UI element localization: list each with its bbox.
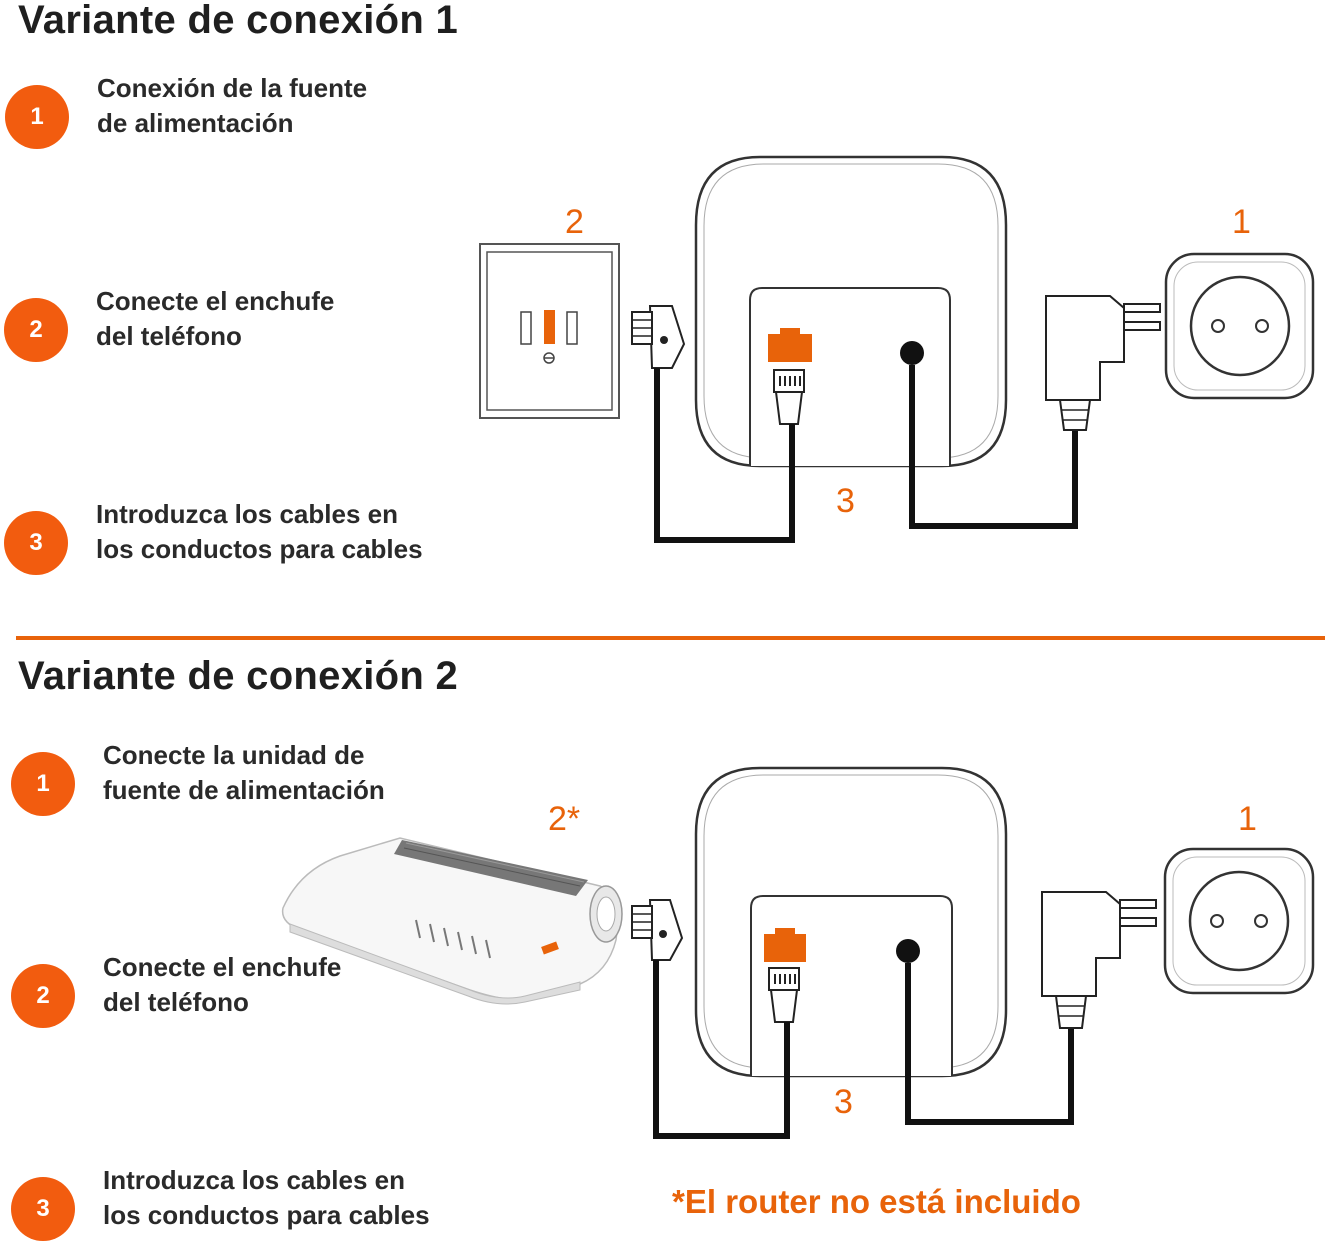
variant1-diagram: 2 bbox=[479, 155, 1315, 543]
step-text-line: fuente de alimentación bbox=[103, 775, 385, 805]
label-cables: 3 bbox=[834, 1083, 853, 1121]
step-number-badge: 2 bbox=[11, 964, 75, 1028]
tae-plug-icon bbox=[631, 899, 684, 961]
label-socket: 1 bbox=[1232, 203, 1251, 241]
power-adapter-icon bbox=[1041, 891, 1157, 1029]
step-text-line: los conductos para cables bbox=[103, 1200, 430, 1230]
step-description: Conecte el enchufe del teléfono bbox=[96, 284, 456, 354]
section-title-variant-2: Variante de conexión 2 bbox=[18, 654, 459, 698]
step-description: Conecte la unidad de fuente de alimentac… bbox=[103, 738, 463, 808]
router-icon bbox=[281, 837, 623, 1005]
router-not-included-note: *El router no está incluido bbox=[672, 1183, 1081, 1220]
step-number-badge: 1 bbox=[11, 752, 75, 816]
step-text-line: los conductos para cables bbox=[96, 534, 423, 564]
power-adapter-icon bbox=[1045, 295, 1161, 431]
step-description: Introduzca los cables en los conductos p… bbox=[96, 497, 456, 567]
step-description: Conecte el enchufe del teléfono bbox=[103, 950, 463, 1020]
variant2-diagram: 2* bbox=[281, 766, 1315, 1139]
base-station-icon bbox=[694, 155, 1008, 468]
step-text-line: de alimentación bbox=[97, 108, 294, 138]
rj-plug-icon bbox=[768, 967, 800, 1023]
step-description: Introduzca los cables en los conductos p… bbox=[103, 1163, 463, 1233]
label-router: 2* bbox=[548, 800, 580, 838]
phone-wall-socket-icon bbox=[479, 243, 620, 419]
step-text-line: Conecte el enchufe bbox=[103, 952, 342, 982]
step-text-line: Introduzca los cables en bbox=[96, 499, 398, 529]
power-outlet-icon bbox=[1164, 252, 1315, 400]
step-number-badge: 2 bbox=[4, 298, 68, 362]
label-phone-jack: 2 bbox=[565, 203, 584, 241]
step-text-line: Conecte la unidad de bbox=[103, 740, 365, 770]
section-title-variant-1: Variante de conexión 1 bbox=[18, 0, 459, 42]
power-outlet-icon bbox=[1163, 847, 1315, 995]
tae-plug-icon bbox=[631, 305, 686, 369]
rj-plug-icon bbox=[773, 369, 805, 425]
base-station-icon bbox=[694, 766, 1008, 1078]
step-text-line: Conecte el enchufe bbox=[96, 286, 335, 316]
step-text-line: Conexión de la fuente bbox=[97, 73, 368, 103]
step-number-badge: 1 bbox=[5, 85, 69, 149]
step-number-badge: 3 bbox=[11, 1177, 75, 1241]
step-text-line: Introduzca los cables en bbox=[103, 1165, 405, 1195]
step-text-line: del teléfono bbox=[103, 987, 249, 1017]
step-description: Conexión de la fuente de alimentación bbox=[97, 71, 457, 141]
step-number-badge: 3 bbox=[4, 511, 68, 575]
label-cables: 3 bbox=[836, 482, 855, 520]
step-text-line: del teléfono bbox=[96, 321, 242, 351]
label-socket: 1 bbox=[1238, 800, 1257, 838]
section-divider bbox=[16, 636, 1325, 640]
